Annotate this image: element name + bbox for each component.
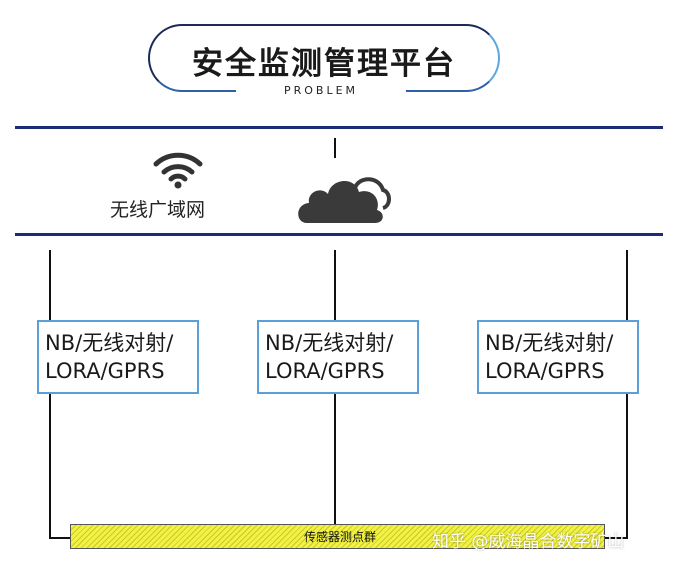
node-2-line1: NB/无线对射/ xyxy=(265,331,394,355)
node-1-upper-line xyxy=(49,250,51,320)
wireless-wan-label: 无线广域网 xyxy=(110,199,206,221)
page-subtitle: PROBLEM xyxy=(283,84,359,97)
node-1-line2: LORA/GPRS xyxy=(45,359,165,383)
node-2-upper-line xyxy=(334,250,336,320)
subtitle-mask xyxy=(236,80,406,102)
node-1-elbow-line xyxy=(49,537,71,539)
node-2-line2: LORA/GPRS xyxy=(265,359,385,383)
gateway-node-1: NB/无线对射/ LORA/GPRS xyxy=(37,320,199,394)
gateway-node-3: NB/无线对射/ LORA/GPRS xyxy=(477,320,639,394)
top-bus-line xyxy=(15,126,663,129)
wifi-icon xyxy=(153,152,203,189)
node-3-lower-line xyxy=(626,394,628,539)
cloud-connector-line xyxy=(334,138,336,158)
node-1-lower-line xyxy=(49,394,51,539)
node-3-line2: LORA/GPRS xyxy=(485,359,605,383)
gateway-node-2: NB/无线对射/ LORA/GPRS xyxy=(257,320,419,394)
node-3-upper-line xyxy=(626,250,628,320)
page-title: 安全监测管理平台 xyxy=(192,46,456,82)
cloud-icon xyxy=(298,177,391,223)
node-2-lower-line xyxy=(334,394,336,524)
watermark-text: 知乎 @威海晶合数字矿山 xyxy=(432,532,625,552)
node-3-line1: NB/无线对射/ xyxy=(485,331,614,355)
sensor-group-bar xyxy=(70,524,605,549)
node-3-elbow-line xyxy=(605,537,627,539)
bottom-bus-line xyxy=(15,233,663,236)
sensor-group-label: 传感器测点群 xyxy=(303,530,376,544)
node-1-line1: NB/无线对射/ xyxy=(45,331,174,355)
